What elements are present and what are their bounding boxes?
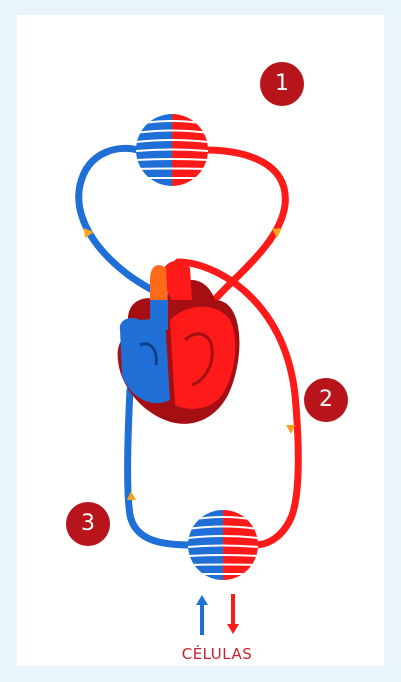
step-badge-2: 2 xyxy=(304,378,348,422)
step-badge-1: 1 xyxy=(260,62,304,106)
step-badge-3: 3 xyxy=(66,502,110,546)
cells-label: CÉLULAS xyxy=(181,645,253,663)
flow-arrow-icon xyxy=(127,491,136,500)
pulmonary-vein-path xyxy=(201,146,289,309)
flow-arrow-icon xyxy=(272,228,282,238)
pulmonary-artery-path xyxy=(75,144,179,304)
down-arrow-icon xyxy=(227,594,239,634)
up-arrow-icon xyxy=(196,595,208,635)
lung-capillaries-icon xyxy=(136,114,208,186)
flow-arrow-icon xyxy=(84,228,94,238)
heart-icon xyxy=(117,260,240,424)
aorta-path xyxy=(174,258,302,549)
tissue-capillaries-icon xyxy=(188,510,258,580)
vena-cava-path xyxy=(124,386,194,549)
flow-arrow-icon xyxy=(286,425,295,434)
